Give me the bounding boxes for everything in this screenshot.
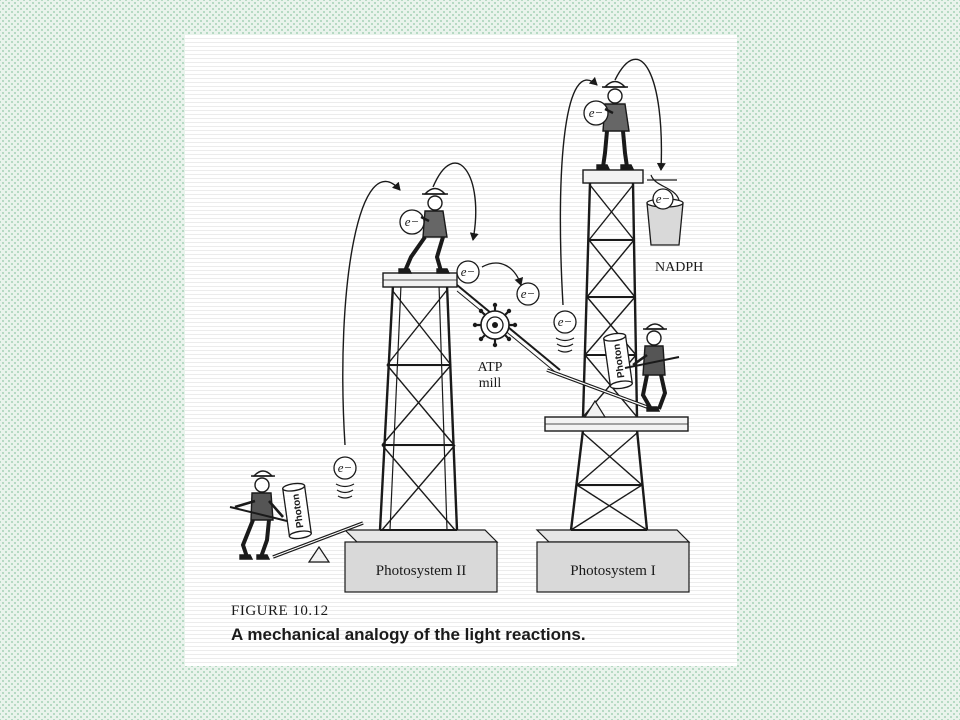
photosystem-ii-label: Photosystem II	[376, 563, 466, 579]
worker-figure-left	[229, 470, 288, 560]
photon-label-left: Photon	[291, 493, 307, 529]
figure-panel: Photon e− e−	[185, 35, 737, 666]
photosystem-ii-seesaw	[272, 521, 364, 563]
worker-figure-ps1-mid	[624, 323, 680, 412]
nadph-bucket: e−	[646, 174, 684, 246]
electron-drop-arrow-ps2	[432, 162, 479, 241]
worker-figure-ps1-top	[596, 80, 635, 170]
photosystem-i-base	[536, 541, 690, 593]
electron-label: e−	[521, 286, 536, 301]
electron-launched: e−	[333, 456, 357, 499]
electron-label: e−	[405, 214, 420, 229]
photon-canister-right: Photon	[603, 332, 633, 390]
atp-mill-wheel	[472, 302, 518, 348]
photon-label-right: Photon	[612, 343, 628, 379]
atp-mill-label-line1: ATP	[478, 360, 503, 375]
electron-label: e−	[558, 314, 573, 329]
photosystem-i-seesaw	[546, 368, 648, 418]
nadph-label: NADPH	[655, 260, 703, 275]
electron-label: e−	[338, 460, 353, 475]
photosystem-i-label: Photosystem I	[570, 563, 655, 579]
electron-path-to-ps2	[342, 180, 401, 446]
figure-number: FIGURE 10.12	[231, 603, 329, 619]
electron-label: e−	[656, 191, 671, 206]
electron-held-ps2: e−	[399, 209, 425, 235]
electron-label: e−	[461, 264, 476, 279]
photosystem-ii-tower	[343, 272, 499, 593]
worker-figure-ps2	[398, 187, 451, 274]
photon-canister-left: Photon	[282, 482, 312, 540]
photosystem-i-tower	[535, 169, 691, 593]
photosystem-i-top-platform	[582, 169, 644, 184]
photosystem-ii-base	[344, 541, 498, 593]
photosystem-ii-base-top	[343, 529, 499, 543]
electron-held-ps1: e−	[583, 100, 609, 126]
photosystem-i-base-top	[535, 529, 691, 543]
electron-at-mill: e−	[516, 282, 540, 306]
light-reactions-diagram: Photon e− e−	[229, 58, 703, 644]
figure-caption: A mechanical analogy of the light reacti…	[231, 625, 586, 644]
electron-to-mill-arrow	[481, 262, 524, 286]
electron-on-ramp: e−	[456, 260, 480, 284]
electron-label: e−	[589, 105, 604, 120]
electron-drop-arrow-ps1	[614, 58, 666, 171]
electron-path-to-ps1-top	[559, 76, 598, 306]
electron-arriving-ps1: e−	[553, 310, 577, 353]
atp-mill-label-line2: mill	[479, 376, 502, 391]
